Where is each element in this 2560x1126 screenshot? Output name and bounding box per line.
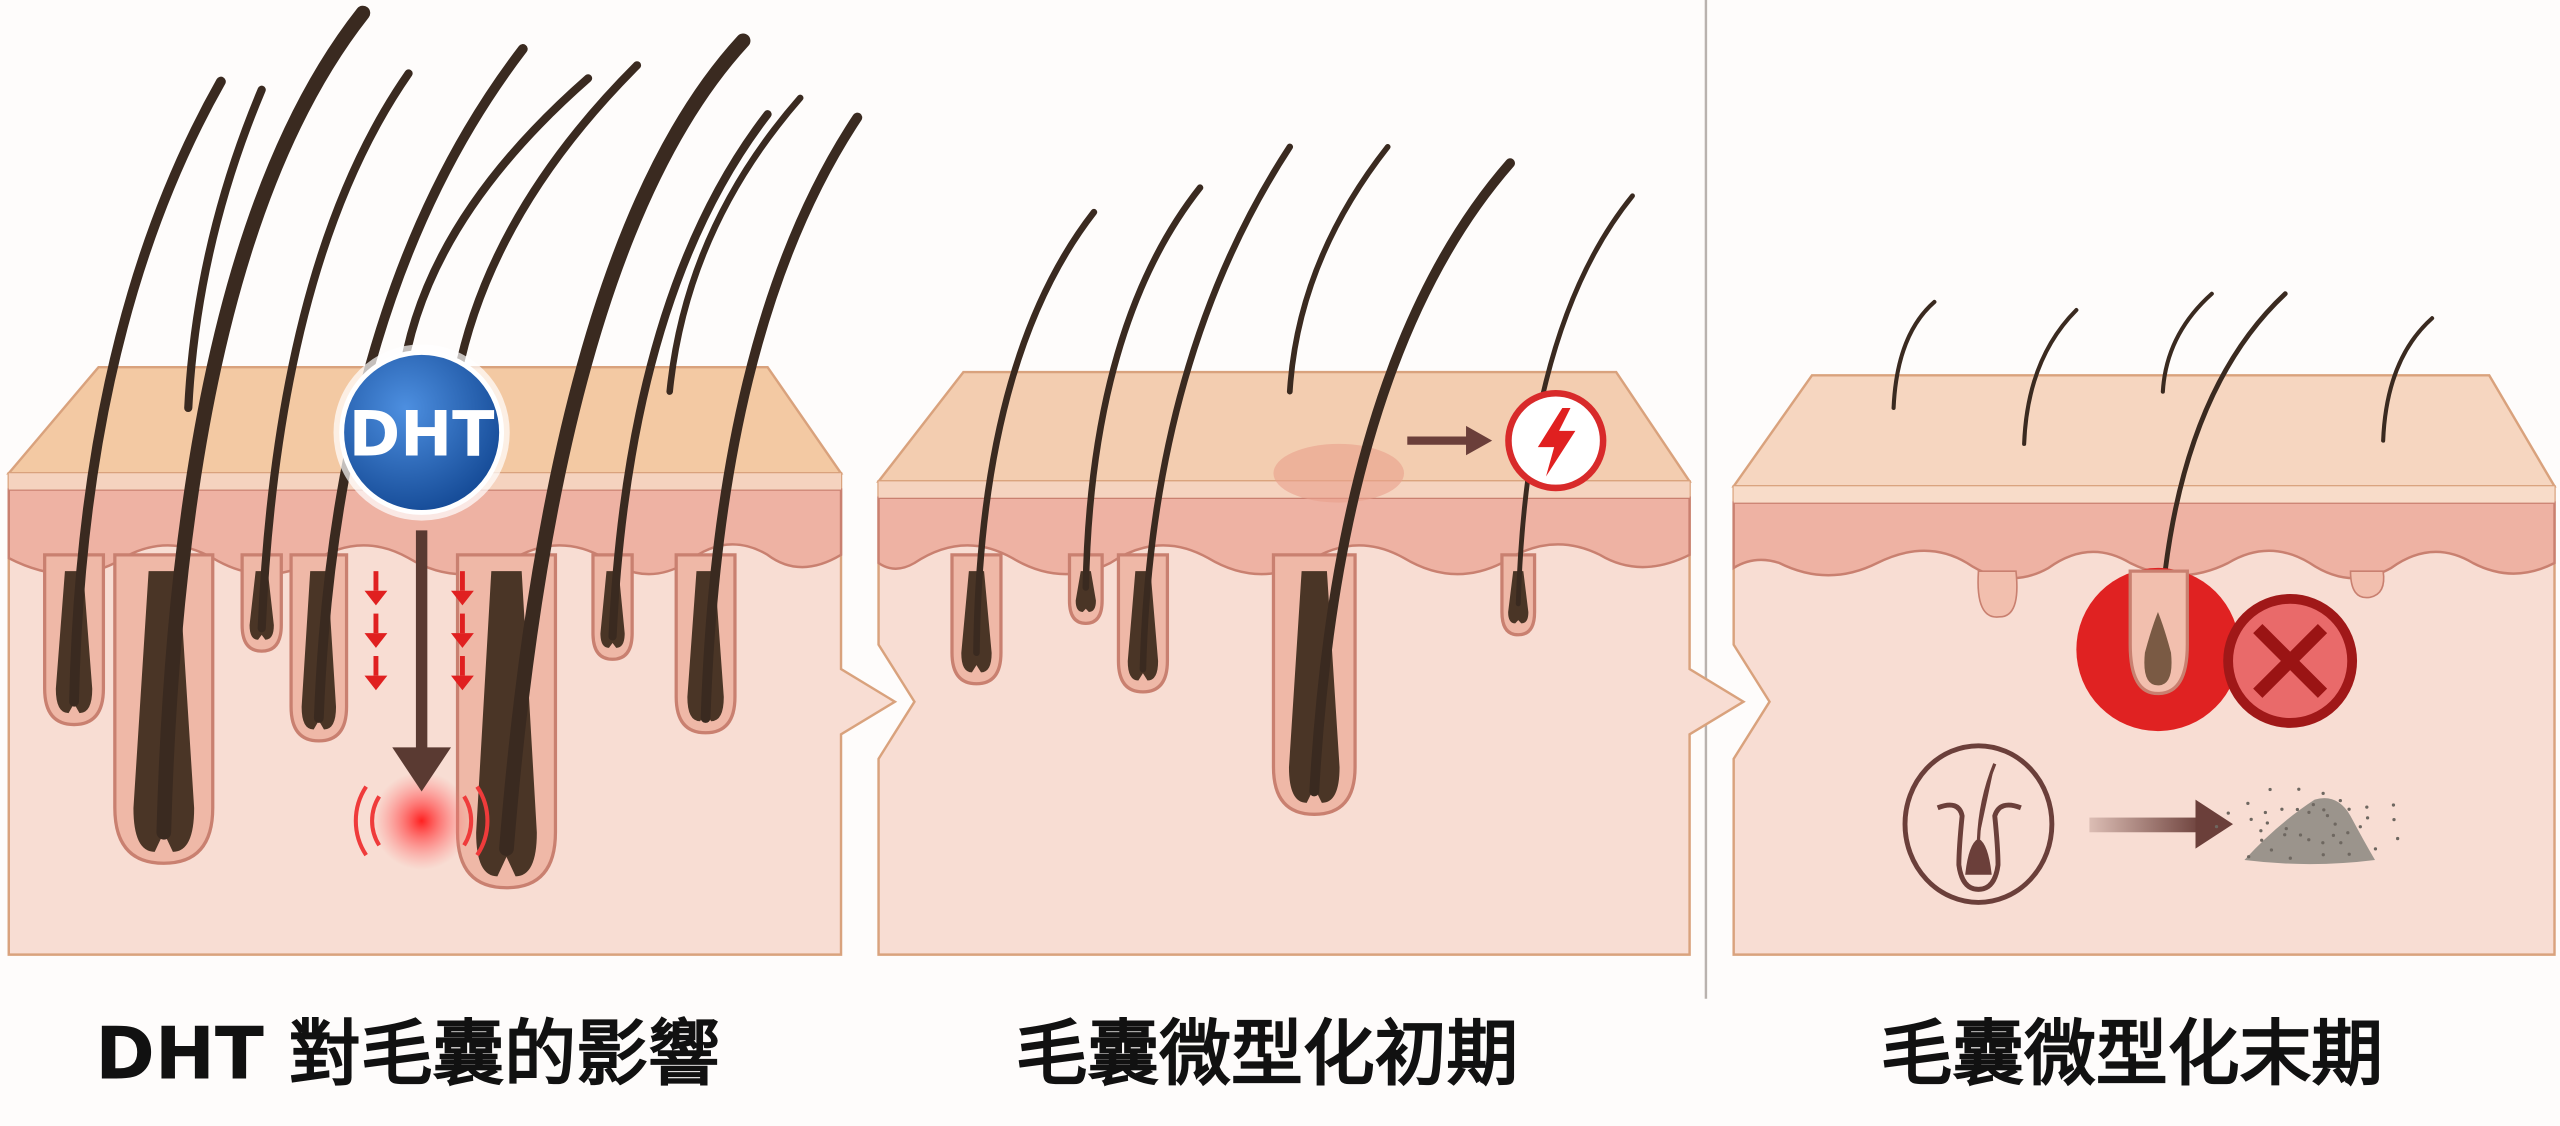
dust-pile-icon: [2214, 787, 2400, 865]
hair-strand: [700, 112, 863, 723]
inflammation-spot: [1273, 443, 1405, 503]
hair-strand: [2022, 308, 2079, 446]
dust-speck: [2391, 803, 2396, 807]
miniaturized-bulb: [2144, 611, 2172, 686]
dht-molecule-icon: DHT: [333, 344, 510, 521]
follicle-icon: [1902, 743, 2055, 905]
dust-speck: [2295, 807, 2300, 812]
x-circle-icon: [2223, 594, 2358, 728]
down-arrow-icon: [392, 530, 452, 792]
hair-strand: [499, 33, 751, 856]
hair-strand: [666, 94, 804, 395]
dust-speck: [2265, 821, 2269, 825]
dust-speck: [2347, 807, 2351, 811]
hair-strand: [2160, 291, 2214, 394]
panel-title-dht-effect: DHT 對毛囊的影響: [95, 1012, 719, 1096]
dust-speck: [2288, 856, 2292, 860]
hair-strand: [184, 85, 266, 413]
hair-strand: [156, 5, 371, 840]
dust-speck: [2396, 836, 2400, 841]
dust-speck: [2322, 808, 2326, 812]
skin-surface: [1731, 374, 2557, 488]
dust-speck: [2226, 811, 2230, 815]
dht-badge-text: DHT: [349, 397, 495, 470]
dust-speck: [2249, 817, 2253, 822]
dust-speck: [2358, 825, 2362, 829]
dust-speck: [2325, 814, 2330, 818]
dust-speck: [2268, 787, 2272, 792]
epidermis: [1732, 501, 2556, 580]
panel-title-late-stage: 毛囊微型化末期: [1881, 1012, 2384, 1096]
dust-speck: [2333, 822, 2337, 826]
inflammation-glow: [372, 771, 471, 870]
dust-speck: [2311, 802, 2315, 807]
dust-speck: [2298, 833, 2303, 837]
dust-speck: [2307, 810, 2311, 814]
dust-speck: [2259, 829, 2263, 833]
hair-strand: [69, 76, 226, 707]
dust-speck: [2214, 824, 2219, 829]
stratum-corneum: [878, 481, 1690, 498]
dust-speck: [2365, 816, 2370, 820]
shrunken-follicle: [2349, 570, 2385, 599]
dust-speck: [2263, 810, 2268, 815]
red-arrow-head: [451, 675, 474, 691]
shrunken-follicle: [1977, 570, 2018, 618]
dust-speck: [2331, 833, 2336, 837]
hair-strand: [1139, 143, 1294, 673]
dust-speck: [2307, 838, 2311, 842]
dust-speck: [2246, 801, 2250, 806]
hair-strand: [2381, 316, 2435, 443]
hair-strand: [1286, 144, 1391, 395]
stratum-corneum: [1733, 486, 2555, 503]
hair-strand: [453, 61, 642, 380]
red-arrow-head: [364, 633, 388, 648]
dust-speck: [2347, 852, 2351, 856]
right-arrow-icon: [1407, 425, 1493, 456]
dust-speck: [2392, 817, 2396, 822]
dust-speck: [2247, 855, 2251, 859]
red-arrow-head: [364, 675, 388, 691]
late-damage: [1902, 567, 2400, 905]
hair-strand: [608, 110, 772, 641]
early-warning: [1407, 390, 1607, 492]
dust-speck: [2269, 848, 2274, 852]
dust-speck: [2321, 791, 2325, 796]
dht-effects: DHT: [333, 344, 510, 870]
dust-speck: [2339, 841, 2343, 845]
hair-strand: [1309, 158, 1515, 797]
signal-waves-icon: [353, 785, 490, 857]
red-arrow-head: [451, 590, 474, 606]
dust-speck: [2338, 798, 2342, 803]
hair-strand: [1082, 184, 1204, 591]
hair-strand: [1515, 193, 1635, 607]
dust-speck: [2346, 831, 2350, 835]
panel-title-early-stage: 毛囊微型化初期: [1016, 1012, 1519, 1096]
hair-strand: [313, 44, 528, 723]
dust-speck: [2321, 841, 2325, 845]
dust-speck: [2297, 787, 2301, 791]
hair-bulb: [1075, 571, 1096, 612]
right-arrow-icon: [2089, 799, 2234, 849]
red-arrow-head: [451, 633, 474, 648]
hair-strand: [973, 208, 1098, 657]
red-dashed-arrows-icon: [364, 571, 474, 691]
dust-speck: [2373, 847, 2378, 851]
dust-speck: [2321, 853, 2325, 857]
dust-speck: [2283, 833, 2287, 837]
hair-strand: [257, 69, 413, 633]
dust-speck: [2280, 807, 2284, 811]
dust-speck: [2284, 827, 2288, 831]
hair-strand: [1891, 299, 1937, 411]
dust-speck: [2365, 805, 2369, 809]
lightning-warning-icon: [1505, 390, 1607, 492]
red-arrow-head: [364, 590, 388, 606]
dust-speck: [2260, 838, 2264, 842]
